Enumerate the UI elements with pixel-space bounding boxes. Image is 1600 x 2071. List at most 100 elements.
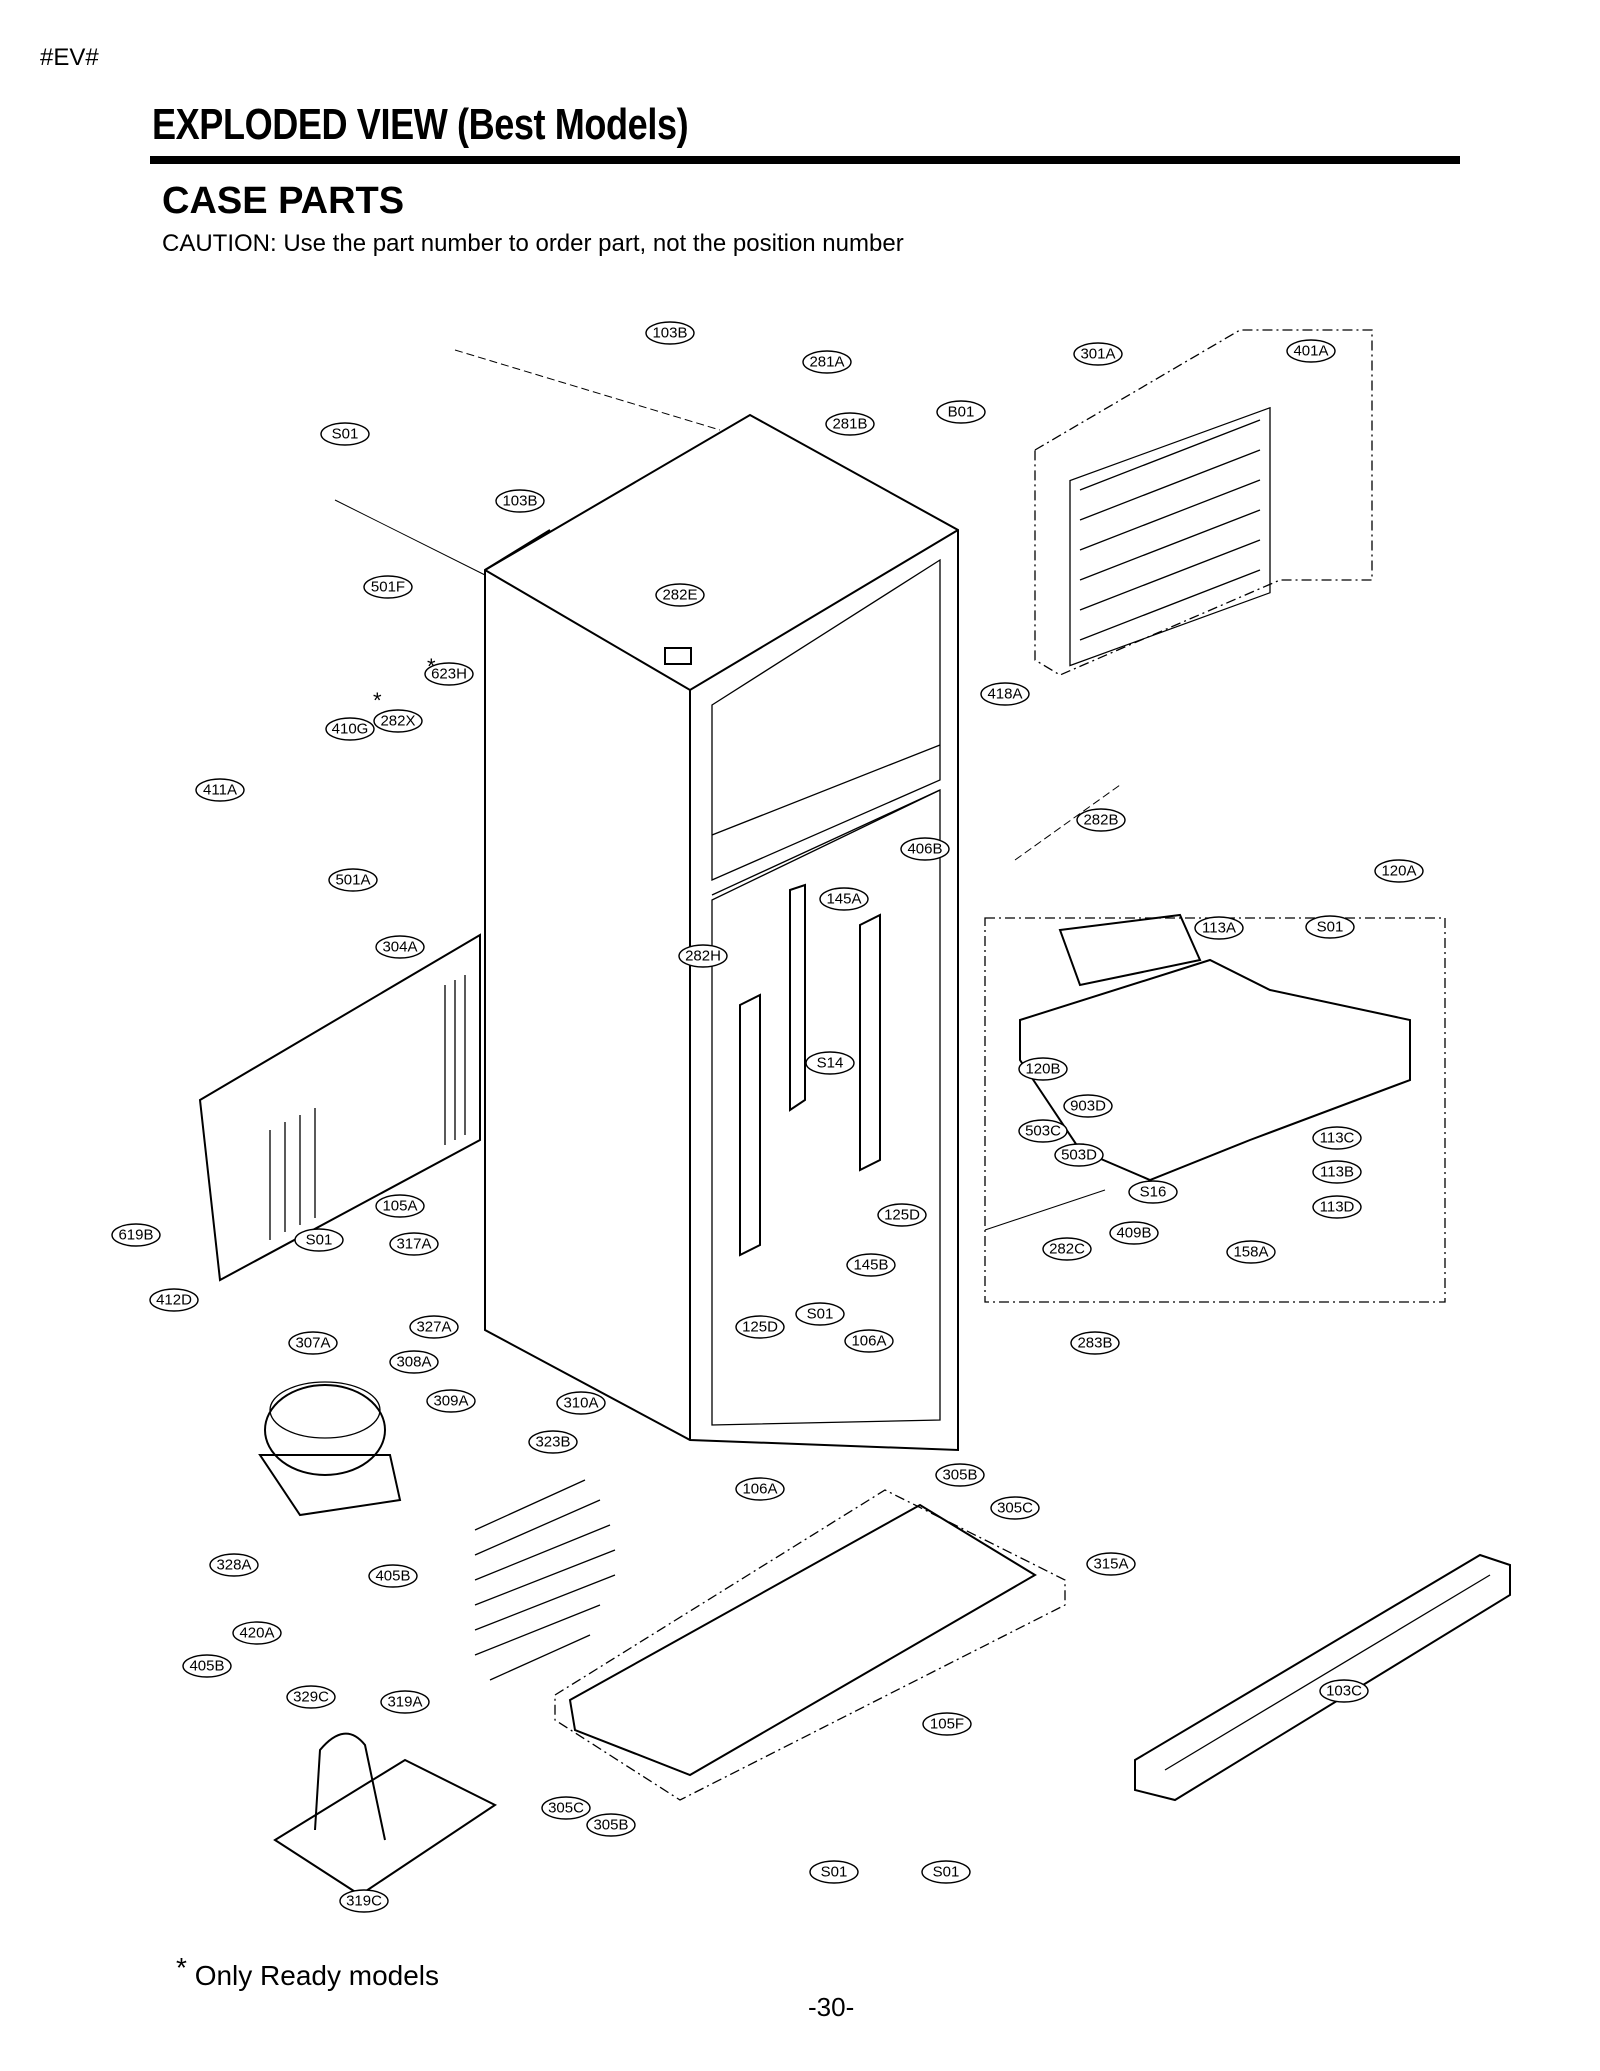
callout-label: 283B [1077, 1335, 1112, 1352]
callout-305c: 305C [541, 1796, 591, 1820]
callout-317a: 317A [389, 1232, 439, 1256]
callout-bubble [1109, 1221, 1159, 1245]
callout-s16: S16 [1128, 1180, 1178, 1204]
footnote-text: Only Ready models [194, 1960, 440, 1991]
callout-bubble [373, 709, 423, 733]
callout-bubble [1305, 915, 1355, 939]
callout-145a: 145A [819, 887, 869, 911]
callout-label: 103B [652, 325, 687, 342]
callout-bubble [111, 1223, 161, 1247]
callout-bubble [1226, 1240, 1276, 1264]
callout-bubble [426, 1389, 476, 1413]
callout-301a: 301A [1073, 342, 1123, 366]
callout-bubble [209, 1553, 259, 1577]
callout-label: 113D [1320, 1199, 1355, 1216]
compressor [258, 1381, 402, 1517]
callout-bubble [1018, 1119, 1068, 1143]
callout-409b: 409B [1109, 1221, 1159, 1245]
callout-label: 145B [853, 1257, 888, 1274]
callout-bubble [1076, 808, 1126, 832]
callout-s01: S01 [1305, 915, 1355, 939]
callout-label: 282C [1049, 1241, 1085, 1258]
callout-label: 503D [1061, 1147, 1097, 1164]
callout-503c: 503C [1018, 1119, 1068, 1143]
callout-label: 305C [997, 1500, 1033, 1517]
callout-label: 158A [1233, 1244, 1268, 1261]
callout-label: 281A [809, 354, 844, 371]
callout-103b: 103B [495, 489, 545, 513]
callout-308a: 308A [389, 1350, 439, 1374]
callout-bubble [1312, 1126, 1362, 1150]
callout-158a: 158A [1226, 1240, 1276, 1264]
asterisk-layer: ** [373, 654, 436, 713]
section-subtitle: CASE PARTS [162, 180, 405, 222]
callout-bubble [1018, 1057, 1068, 1081]
callout-501f: 501F [363, 575, 413, 599]
callout-619b: 619B [111, 1223, 161, 1247]
callout-405b: 405B [368, 1564, 418, 1588]
callout-125d: 125D [735, 1315, 785, 1339]
callout-label: 145A [826, 891, 861, 908]
callout-label: 120A [1381, 863, 1416, 880]
callout-103b: 103B [645, 321, 695, 345]
callout-bubble [368, 1564, 418, 1588]
callout-307a: 307A [288, 1331, 338, 1355]
callout-label: 328A [216, 1557, 251, 1574]
shelf-rails [739, 883, 881, 1257]
callout-bubble [380, 1690, 430, 1714]
callout-bubble [1054, 1143, 1104, 1167]
callout-bubble [495, 489, 545, 513]
fan-bracket [273, 1732, 497, 1897]
callout-bubble [409, 1315, 459, 1339]
callout-bubble [363, 575, 413, 599]
callout-label: 317A [396, 1236, 431, 1253]
callout-label: S14 [817, 1055, 844, 1072]
callout-label: 282H [685, 948, 721, 965]
callout-label: 623H [431, 666, 467, 683]
callout-bubble [1086, 1552, 1136, 1576]
condenser-coil [474, 1479, 616, 1681]
callout-label: 903D [1070, 1098, 1106, 1115]
callout-106a: 106A [735, 1477, 785, 1501]
callout-bubble [195, 778, 245, 802]
callout-bubble [1312, 1195, 1362, 1219]
callout-label: 304A [382, 939, 417, 956]
callout-bubble [1073, 342, 1123, 366]
callout-label: 301A [1080, 346, 1115, 363]
callout-bubble [375, 935, 425, 959]
callout-bubble [288, 1331, 338, 1355]
callout-304a: 304A [375, 935, 425, 959]
callout-label: 319A [387, 1694, 422, 1711]
caution-text: CAUTION: Use the part number to order pa… [162, 230, 904, 257]
callout-label: 105F [930, 1716, 964, 1733]
callout-bubble [678, 944, 728, 968]
callout-315a: 315A [1086, 1552, 1136, 1576]
callout-label: 282E [662, 587, 697, 604]
callout-bubble [320, 422, 370, 446]
callout-bubble [844, 1329, 894, 1353]
callout-label: 106A [851, 1333, 886, 1350]
callout-label: 310A [563, 1395, 598, 1412]
callout-label: 125D [884, 1207, 920, 1224]
callout-bubble [990, 1496, 1040, 1520]
callout-903d: 903D [1063, 1094, 1113, 1118]
callout-label: 412D [156, 1292, 192, 1309]
callout-bubble [802, 350, 852, 374]
callout-label: 281B [832, 416, 867, 433]
callout-label: S01 [332, 426, 359, 443]
callout-bubble [1286, 339, 1336, 363]
callout-bubble [935, 1463, 985, 1487]
refrigerator-cabinet [484, 413, 959, 1452]
callout-label: 401A [1293, 343, 1328, 360]
callout-label: 409B [1116, 1225, 1151, 1242]
callout-bubble [735, 1315, 785, 1339]
callout-label: S01 [933, 1864, 960, 1881]
callout-323b: 323B [528, 1430, 578, 1454]
callout-s01: S01 [294, 1228, 344, 1252]
callout-bubble [232, 1621, 282, 1645]
callout-bubble [1194, 916, 1244, 940]
callout-label: 282X [380, 713, 415, 730]
callout-503d: 503D [1054, 1143, 1104, 1167]
callout-label: 282B [1083, 812, 1118, 829]
